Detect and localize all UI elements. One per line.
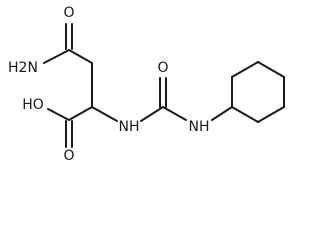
ring-bond <box>257 106 285 123</box>
alpha-acid-c-bond <box>68 106 93 121</box>
nh-urea-c-bond <box>140 106 164 122</box>
nh-cyclohexyl-bond <box>211 106 233 121</box>
acid-hydroxyl-label: HO <box>22 97 44 113</box>
ring-bond <box>231 61 259 78</box>
atom-label-layer: O H2N HO O NH O NH <box>8 5 209 164</box>
amide-nitrogen-label: H2N <box>8 60 38 76</box>
ring-bond <box>257 61 285 78</box>
structural-formula: O H2N HO O NH O NH <box>8 5 285 164</box>
alpha-nh-label: NH <box>119 119 140 135</box>
ring-bond <box>231 106 259 123</box>
amide-c-ch2-bond <box>68 49 93 64</box>
cyclohexyl-nh-label: NH <box>189 119 210 135</box>
amide-c-n-bond <box>43 49 70 64</box>
urea-c-nh-bond <box>162 106 187 121</box>
acid-c-oh-bond <box>47 108 70 121</box>
alpha-nh-bond <box>91 106 118 122</box>
cyclohexane-ring <box>231 61 285 123</box>
bond-layer <box>43 23 233 148</box>
amide-oxygen-label: O <box>63 5 74 21</box>
acid-oxygen-label: O <box>63 148 74 164</box>
urea-oxygen-label: O <box>157 60 168 76</box>
